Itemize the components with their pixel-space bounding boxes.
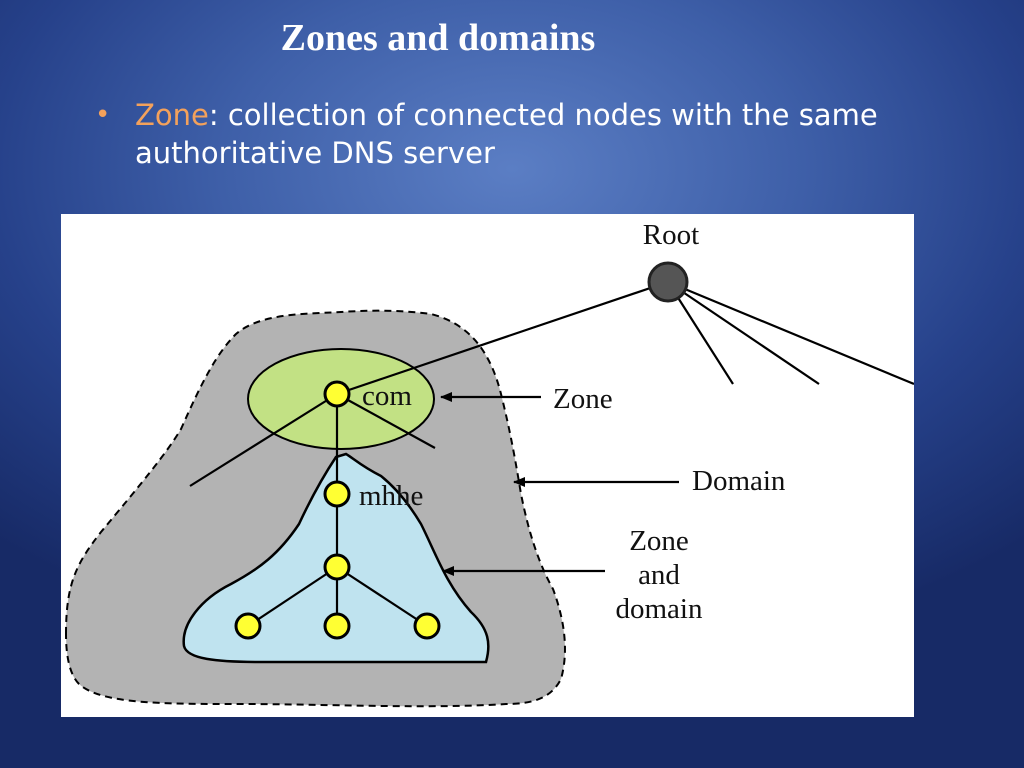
root-label: Root (643, 219, 699, 251)
leaf-node-left (234, 612, 262, 640)
zone-and-domain-label-line-2: and (638, 559, 680, 591)
subdomain-node (323, 553, 351, 581)
bullet-separator: : (208, 98, 219, 132)
root-node (647, 261, 689, 303)
leaf-node-center (323, 612, 351, 640)
edge-root-branch-3 (667, 280, 914, 386)
dns-zone-diagram: Root com mhhe Zone Domain Zone and domai… (61, 214, 914, 717)
bullet-dot: • (95, 100, 111, 130)
zone-and-domain-label-line-1: Zone (629, 525, 689, 557)
edge-root-com (336, 280, 669, 396)
edge-child-left (247, 566, 338, 627)
leaf-node-right (413, 612, 441, 640)
bullet-definition: collection of connected nodes with the s… (135, 98, 878, 170)
edge-child-right (336, 566, 428, 627)
com-label: com (362, 380, 412, 412)
mhhe-label: mhhe (359, 480, 423, 512)
bullet-term: Zone (135, 98, 209, 132)
slide-title: Zones and domains (280, 17, 596, 59)
edge-com-left (189, 393, 338, 487)
zone-and-domain-label-line-3: domain (616, 593, 703, 625)
mhhe-node (323, 480, 351, 508)
domain-label: Domain (692, 465, 786, 497)
zone-label: Zone (553, 383, 613, 415)
edge-root-branch-2 (667, 281, 820, 385)
bullet-text: Zone: collection of connected nodes with… (135, 96, 895, 172)
edge-com-right (336, 393, 436, 449)
com-node (323, 380, 351, 408)
